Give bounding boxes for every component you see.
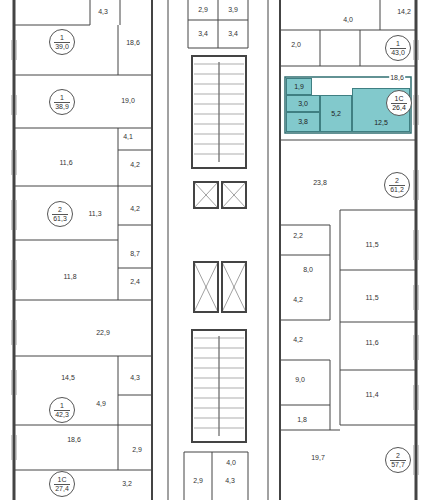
room-count: 1С [394, 95, 405, 103]
room-count: 1 [395, 40, 401, 48]
stair-tread [194, 104, 244, 105]
room-area: 3,0 [298, 100, 308, 108]
apartment-area: 26,4 [391, 103, 407, 112]
stair-tread [194, 64, 244, 65]
room-area: 18,6 [66, 436, 82, 444]
stair-tread [194, 368, 244, 369]
apartment-area: 42,3 [54, 410, 70, 419]
room-area: 19,7 [310, 454, 326, 462]
stair-tread [194, 338, 244, 339]
room-count: 1С [57, 476, 68, 484]
room-area: 19,0 [120, 97, 136, 105]
stair-tread [194, 134, 244, 135]
room-area: 4,0 [225, 459, 237, 467]
stair-tread [194, 84, 244, 85]
room-area: 14,5 [60, 374, 76, 382]
room-area: 2,4 [129, 278, 141, 286]
stair-tread [194, 154, 244, 155]
apartment-area: 61,2 [389, 185, 405, 194]
room-area: 18,6 [389, 74, 405, 82]
room-count: 1 [59, 34, 65, 42]
stair-tread [194, 378, 244, 379]
stair-tread [194, 408, 244, 409]
room-area: 18,6 [125, 39, 141, 47]
room-area: 1,8 [296, 416, 308, 424]
apartment-marker: 257,7 [385, 447, 411, 473]
stair-tread [194, 418, 244, 419]
room: 1,9 [286, 78, 312, 95]
room-area: 4,3 [97, 8, 109, 16]
room-area: 11,6 [364, 339, 379, 347]
stair-tread [194, 94, 244, 95]
room-area: 11,8 [62, 273, 77, 281]
room-area: 2,2 [292, 232, 304, 240]
room-area: 12,5 [374, 119, 388, 127]
room-area: 5,2 [331, 110, 341, 118]
room-area: 23,8 [312, 179, 328, 187]
stair-tread [194, 74, 244, 75]
room-area: 11,6 [58, 159, 73, 167]
room-area: 11,4 [364, 391, 379, 399]
room-area: 4,1 [122, 133, 134, 141]
room-area: 3,9 [227, 6, 239, 14]
room: 3,8 [286, 112, 320, 132]
apartment-area: 61,3 [52, 214, 68, 223]
stair-tread [194, 388, 244, 389]
room-area: 4,2 [129, 205, 141, 213]
apartment-area: 39,0 [54, 42, 70, 51]
stair-tread [194, 358, 244, 359]
room-area: 11,3 [87, 210, 102, 218]
room-area: 3,2 [121, 480, 133, 488]
apartment-area: 43,0 [390, 48, 406, 57]
room-count: 1 [59, 94, 65, 102]
room-count: 1 [59, 402, 65, 410]
stair-tread [194, 398, 244, 399]
room-area: 14,2 [396, 8, 412, 16]
room-area: 2,9 [131, 446, 143, 454]
room: 5,2 [320, 95, 352, 132]
room-area: 2,0 [290, 41, 302, 49]
room-area: 4,2 [292, 296, 304, 304]
room-area: 4,3 [129, 374, 141, 382]
apartment-marker: 142,3 [49, 397, 75, 423]
room-count: 2 [394, 177, 400, 185]
room-area: 11,5 [364, 294, 379, 302]
room-area: 4,2 [292, 336, 304, 344]
room-area: 3,4 [227, 30, 239, 38]
stair-tread [194, 144, 244, 145]
apartment-area: 57,7 [390, 460, 406, 469]
room-area: 4,9 [95, 400, 107, 408]
room-area: 11,5 [364, 241, 379, 249]
room-area: 4,0 [342, 16, 354, 24]
room-area: 8,7 [129, 250, 141, 258]
room-area: 3,8 [298, 118, 308, 126]
room-area: 8,0 [302, 266, 314, 274]
stair-tread [194, 114, 244, 115]
room-area: 1,9 [294, 83, 304, 91]
apartment-area: 27,4 [54, 484, 70, 493]
room-area: 2,9 [197, 6, 209, 14]
apartment-area: 38,9 [54, 102, 70, 111]
room-count: 2 [395, 452, 401, 460]
apartment-marker: 261,2 [384, 172, 410, 198]
apartment-marker: 261,3 [47, 201, 73, 227]
stair-tread [194, 124, 244, 125]
room-area: 3,4 [197, 30, 209, 38]
stair-tread [194, 348, 244, 349]
room: 3,0 [286, 95, 320, 112]
room-area: 22,9 [95, 329, 111, 337]
room-area: 9,0 [294, 376, 306, 384]
apartment-marker: 1С26,4 [386, 90, 412, 116]
room-area: 2,9 [192, 477, 204, 485]
stair-tread [194, 428, 244, 429]
room-count: 2 [57, 206, 63, 214]
room-area: 4,2 [129, 161, 141, 169]
room-area: 4,3 [224, 477, 236, 485]
apartment-marker: 1С27,4 [49, 471, 75, 497]
apartment-marker: 139,0 [49, 29, 75, 55]
apartment-marker: 138,9 [49, 89, 75, 115]
apartment-marker: 143,0 [385, 35, 411, 61]
room: 12,5 1С26,4 [352, 88, 410, 132]
